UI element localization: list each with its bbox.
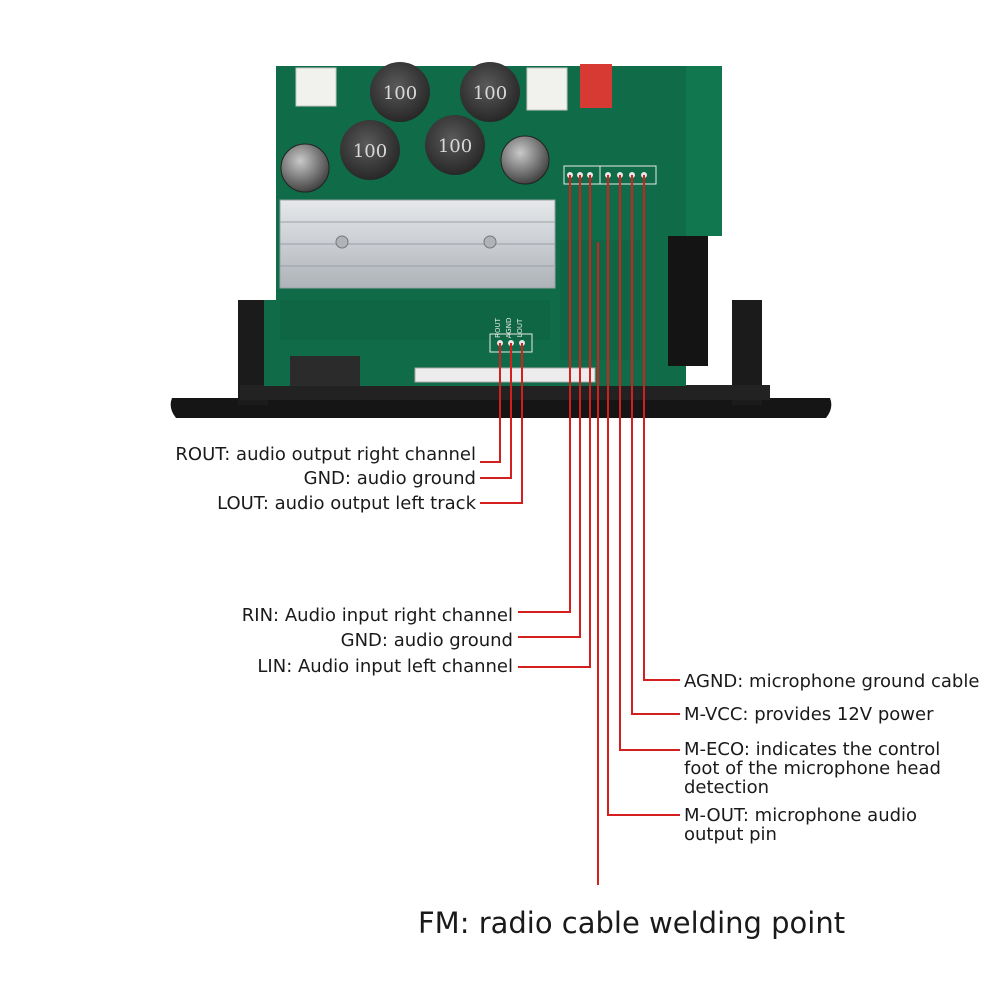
leader-line-mvcc [631,175,680,715]
silk-rout: ROUT [494,317,502,337]
leader-line-gnd-out [480,343,512,479]
electrolytic-capacitors [280,135,550,193]
label-lout: LOUT: audio output left track [217,493,476,514]
leader-line-rout [480,343,501,463]
leader-line-agnd [643,175,680,681]
heatsink [279,199,556,289]
inductor-marking: 100 [383,83,417,104]
leader-line-mout [607,175,680,816]
label-meco: M-ECO: indicates the control foot of the… [684,739,941,798]
leader-line-rin [518,175,571,613]
label-lin: LIN: Audio input left channel [257,656,513,677]
connectors [290,64,708,386]
leader-line-meco [619,175,680,751]
solder-pads: ROUT AGND LOUT [489,165,657,353]
leader-line-gnd-in [518,175,581,638]
label-mvcc: M-VCC: provides 12V power [684,704,934,725]
leader-line-lout [480,343,523,504]
label-gnd-in: GND: audio ground [340,630,513,651]
label-rout: ROUT: audio output right channel [175,444,476,465]
inductor-coils: 100 100 100 100 [340,62,520,180]
leader-line-lin [518,175,591,668]
inductor-marking: 100 [438,136,472,157]
silk-lout: LOUT [516,318,524,337]
label-rin: RIN: Audio input right channel [241,605,513,626]
inductor-marking: 100 [353,141,387,162]
silk-agnd: AGND [505,318,513,339]
label-agnd: AGND: microphone ground cable [684,671,980,692]
label-fm: FM: radio cable welding point [418,906,846,940]
inductor-marking: 100 [473,83,507,104]
label-mout: M-OUT: microphone audio output pin [684,805,918,845]
label-gnd-out: GND: audio ground [303,468,476,489]
